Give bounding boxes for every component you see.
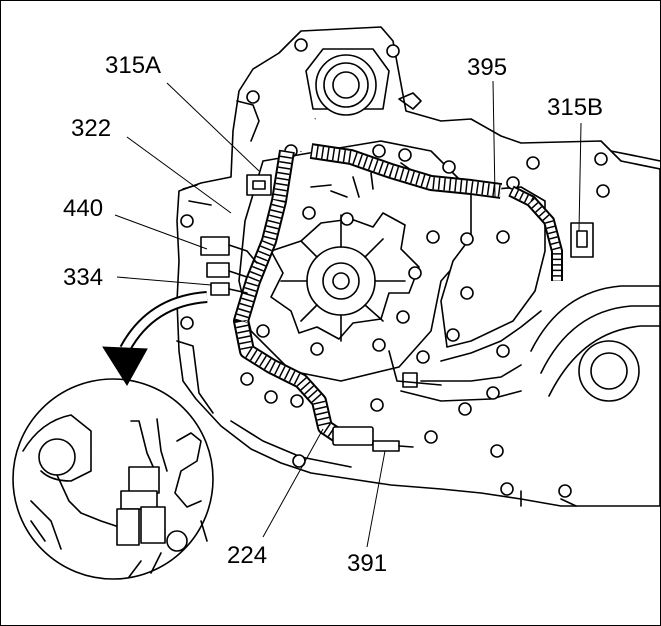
callout-315b: 315B bbox=[547, 94, 603, 121]
converter-housing bbox=[530, 285, 660, 402]
callout-322: 322 bbox=[71, 115, 111, 142]
inset-pointer-arrow bbox=[102, 291, 208, 386]
callout-395: 395 bbox=[467, 54, 507, 81]
control-solenoid-body bbox=[388, 186, 546, 402]
callout-440: 440 bbox=[63, 195, 103, 222]
callout-labels: 315A 322 440 334 395 315B 224 391 bbox=[63, 52, 603, 577]
valve-body-bolts bbox=[240, 144, 520, 458]
valve-body-plate bbox=[238, 140, 477, 382]
callout-315a: 315A bbox=[105, 52, 161, 79]
callout-334: 334 bbox=[63, 264, 103, 291]
leader-lines bbox=[114, 80, 582, 548]
callout-391: 391 bbox=[347, 550, 387, 577]
input-shaft-seal bbox=[305, 48, 422, 116]
detail-inset bbox=[12, 378, 214, 580]
callout-224: 224 bbox=[227, 542, 267, 569]
case-housing bbox=[176, 26, 660, 507]
wiring-harness bbox=[200, 116, 594, 452]
